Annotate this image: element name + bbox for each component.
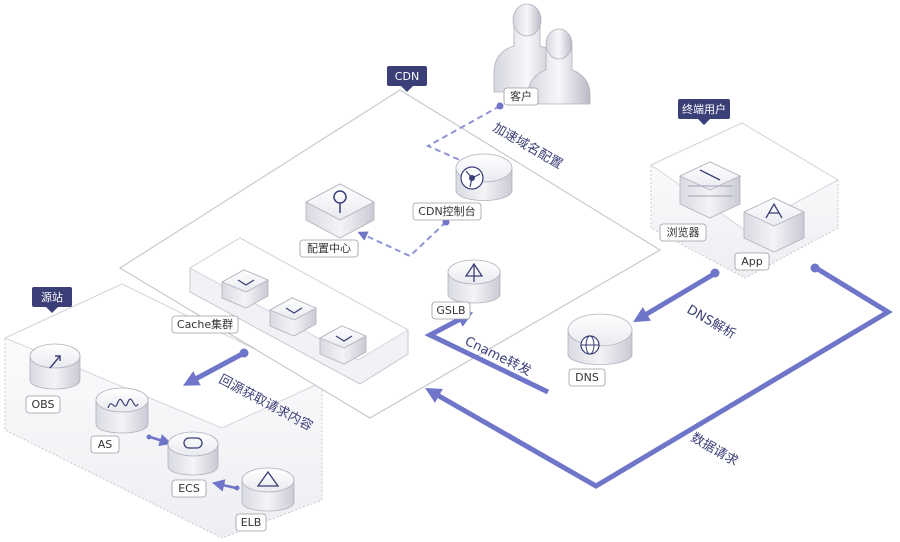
svg-text:AS: AS bbox=[98, 438, 113, 451]
config-center-label: 配置中心 bbox=[299, 239, 359, 258]
gslb-label: GSLB bbox=[431, 301, 471, 320]
obs-label: OBS bbox=[25, 395, 61, 414]
svg-text:ECS: ECS bbox=[178, 482, 200, 495]
origin-internal-flows bbox=[146, 434, 240, 492]
svg-text:CDN: CDN bbox=[395, 70, 419, 83]
end-user-tag: 终端用户 bbox=[678, 99, 730, 125]
config-center-icon bbox=[305, 183, 375, 239]
elb-icon bbox=[241, 467, 295, 512]
browser-icon bbox=[679, 161, 741, 219]
cdn-zone bbox=[118, 89, 662, 419]
svg-text:ELB: ELB bbox=[241, 516, 262, 529]
as-icon bbox=[95, 387, 149, 434]
cdn-console-icon bbox=[455, 153, 513, 201]
cache-node-icon bbox=[269, 297, 317, 337]
svg-text:GSLB: GSLB bbox=[436, 304, 465, 317]
ecs-label: ECS bbox=[171, 479, 207, 498]
customer-icon bbox=[493, 3, 591, 105]
svg-text:CDN控制台: CDN控制台 bbox=[418, 204, 475, 218]
svg-text:源站: 源站 bbox=[41, 290, 63, 304]
svg-text:Cache集群: Cache集群 bbox=[177, 317, 233, 331]
elb-label: ELB bbox=[235, 513, 267, 532]
cdn-console-label: CDN控制台 bbox=[412, 202, 482, 221]
svg-text:OBS: OBS bbox=[32, 398, 55, 411]
svg-text:App: App bbox=[741, 255, 763, 268]
dns-resolve-flow: DNS解析 bbox=[633, 268, 738, 342]
origin-tag: 源站 bbox=[32, 287, 72, 313]
svg-text:客户: 客户 bbox=[510, 89, 532, 103]
customer-label: 客户 bbox=[503, 87, 539, 106]
svg-text:浏览器: 浏览器 bbox=[667, 225, 700, 239]
svg-text:DNS: DNS bbox=[575, 371, 599, 384]
cdn-tag: CDN bbox=[387, 66, 427, 92]
svg-text:配置中心: 配置中心 bbox=[307, 242, 351, 255]
cache-node-icon bbox=[319, 325, 367, 365]
dns-icon bbox=[567, 313, 633, 365]
app-icon bbox=[743, 197, 805, 253]
as-label: AS bbox=[90, 435, 120, 454]
data-request-label: 数据请求 bbox=[688, 430, 741, 469]
svg-text:终端用户: 终端用户 bbox=[682, 102, 726, 116]
dns-label: DNS bbox=[568, 368, 606, 387]
cache-cluster-label: Cache集群 bbox=[171, 315, 239, 334]
gslb-icon bbox=[447, 259, 501, 304]
dns-resolve-label: DNS解析 bbox=[684, 302, 738, 342]
obs-icon bbox=[29, 343, 81, 390]
origin-zone bbox=[3, 283, 324, 539]
cache-node-icon bbox=[221, 269, 269, 309]
app-label: App bbox=[734, 252, 770, 271]
browser-label: 浏览器 bbox=[659, 223, 707, 242]
ecs-icon bbox=[167, 431, 219, 476]
